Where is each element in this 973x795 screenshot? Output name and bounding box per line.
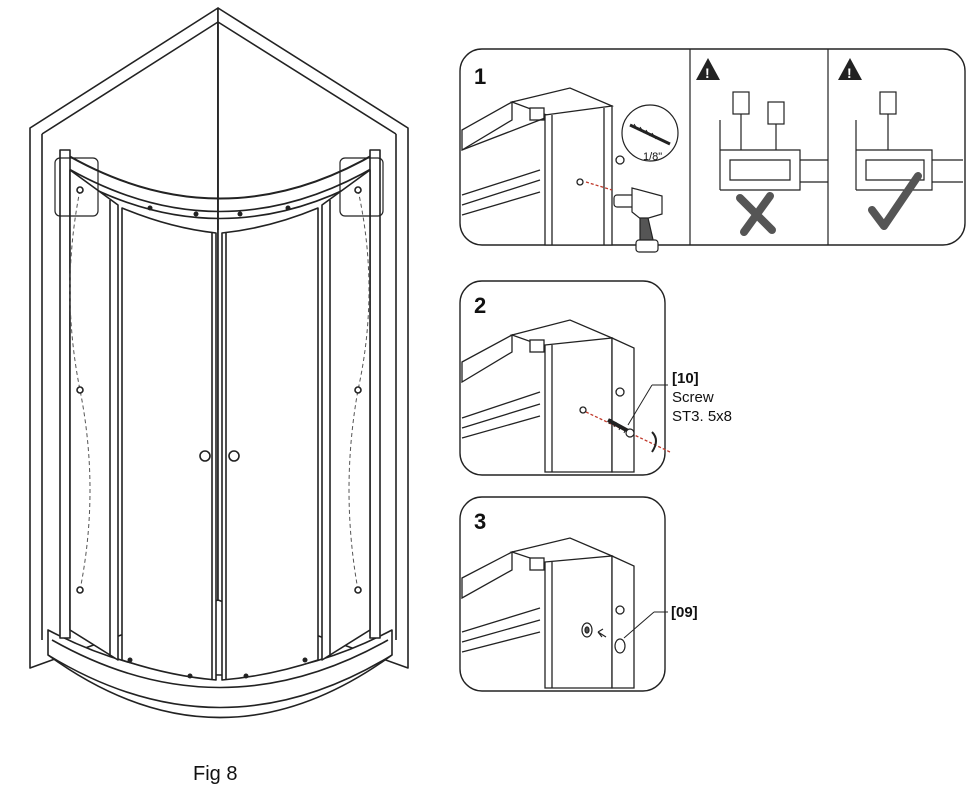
step-3-profile (461, 537, 635, 689)
cap-leader-line (623, 611, 655, 639)
left-door-knob (199, 450, 211, 462)
step-1-profile (461, 87, 625, 246)
detail-box-left (54, 157, 99, 217)
step-2-number: 2 (474, 293, 486, 318)
step-3-panel: 3 [09] (459, 496, 698, 692)
screw-icon (607, 418, 657, 453)
screw-part-ref: [10] (672, 370, 699, 387)
right-fixed-panel (321, 169, 371, 661)
check-mark-icon (868, 172, 922, 230)
screw-part-name: Screw (672, 389, 714, 406)
cross-mark-icon (736, 192, 776, 236)
step-1-wrong-example: ! (696, 58, 828, 236)
warning-triangle-icon: ! (838, 58, 862, 81)
drill-bit-icon: 1/8" (621, 104, 679, 163)
right-door-knob (228, 450, 240, 462)
svg-text:!: ! (705, 65, 710, 81)
step-1-right-example: ! (838, 58, 963, 230)
svg-text:!: ! (847, 65, 852, 81)
step-2-profile (461, 319, 671, 473)
cap-part-ref: [09] (671, 604, 698, 621)
right-sliding-door (221, 207, 319, 681)
cover-cap-icon (581, 622, 626, 654)
step-1-panel: 1 1/8" (459, 48, 966, 253)
left-sliding-door (121, 207, 217, 681)
right-wall-profile (369, 149, 381, 639)
left-fixed-panel (69, 169, 119, 661)
figure-caption: Fig 8 (193, 763, 237, 785)
screw-part-spec: ST3. 5x8 (672, 408, 732, 425)
power-drill-icon (613, 187, 663, 253)
left-wall-profile (59, 149, 71, 639)
detail-box-right (339, 157, 384, 217)
step-1-number: 1 (474, 64, 486, 89)
top-rail (61, 151, 379, 200)
step-3-number: 3 (474, 509, 486, 534)
shower-enclosure-drawing (29, 7, 409, 719)
screw-leader-line (627, 384, 653, 426)
step-2-panel: 2 [10] Screw ST3. 5x8 (459, 280, 732, 476)
warning-triangle-icon: ! (696, 58, 720, 81)
drill-size-label: 1/8" (643, 151, 662, 163)
